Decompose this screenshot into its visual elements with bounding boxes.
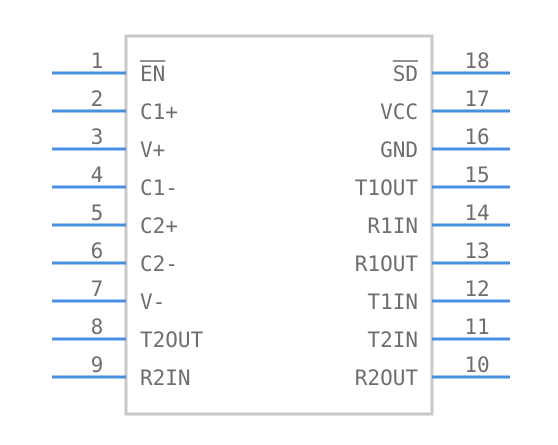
pin-name: VCC: [380, 100, 418, 124]
pin-number: 1: [91, 49, 104, 73]
pin-name: R1OUT: [355, 252, 419, 276]
pin-number: 5: [91, 201, 104, 225]
pin-6: 6C2-: [52, 239, 178, 276]
pin-2: 2C1+: [52, 87, 178, 124]
pin-name: T2IN: [367, 328, 418, 352]
pin-name: GND: [380, 138, 418, 162]
pin-name: EN: [140, 62, 165, 86]
pin-name: T2OUT: [140, 328, 204, 352]
pin-number: 3: [91, 125, 104, 149]
pin-name: C1+: [140, 100, 178, 124]
ic-body: [124, 34, 434, 416]
pin-4: 4C1-: [52, 163, 178, 200]
pin-name: T1IN: [367, 290, 418, 314]
pin-number: 10: [464, 353, 489, 377]
pin-number: 11: [464, 315, 489, 339]
pin-number: 7: [91, 277, 104, 301]
pin-number: 18: [464, 49, 489, 73]
pin-number: 8: [91, 315, 104, 339]
pin-name: SD: [393, 62, 418, 86]
pin-name: C2+: [140, 214, 178, 238]
pin-number: 16: [464, 125, 489, 149]
pin-number: 4: [91, 163, 104, 187]
pin-number: 9: [91, 353, 104, 377]
pin-number: 12: [464, 277, 489, 301]
pin-name: R1IN: [367, 214, 418, 238]
pin-name: R2OUT: [355, 366, 419, 390]
pin-name: C1-: [140, 176, 178, 200]
pin-name: T1OUT: [355, 176, 419, 200]
pin-number: 14: [464, 201, 489, 225]
pin-name: R2IN: [140, 366, 191, 390]
pin-number: 17: [464, 87, 489, 111]
pin-5: 5C2+: [52, 201, 178, 238]
pin-name: C2-: [140, 252, 178, 276]
pin-number: 2: [91, 87, 104, 111]
pin-number: 6: [91, 239, 104, 263]
pin-number: 13: [464, 239, 489, 263]
pin-3: 3V+: [52, 125, 165, 162]
pin-7: 7V-: [52, 277, 165, 314]
pin-name: V-: [140, 290, 165, 314]
pin-1: 1EN: [52, 49, 165, 86]
right-pin-group: 18SD17VCC16GND15T1OUT14R1IN13R1OUT12T1IN…: [355, 49, 510, 390]
pin-name: V+: [140, 138, 165, 162]
pin-number: 15: [464, 163, 489, 187]
